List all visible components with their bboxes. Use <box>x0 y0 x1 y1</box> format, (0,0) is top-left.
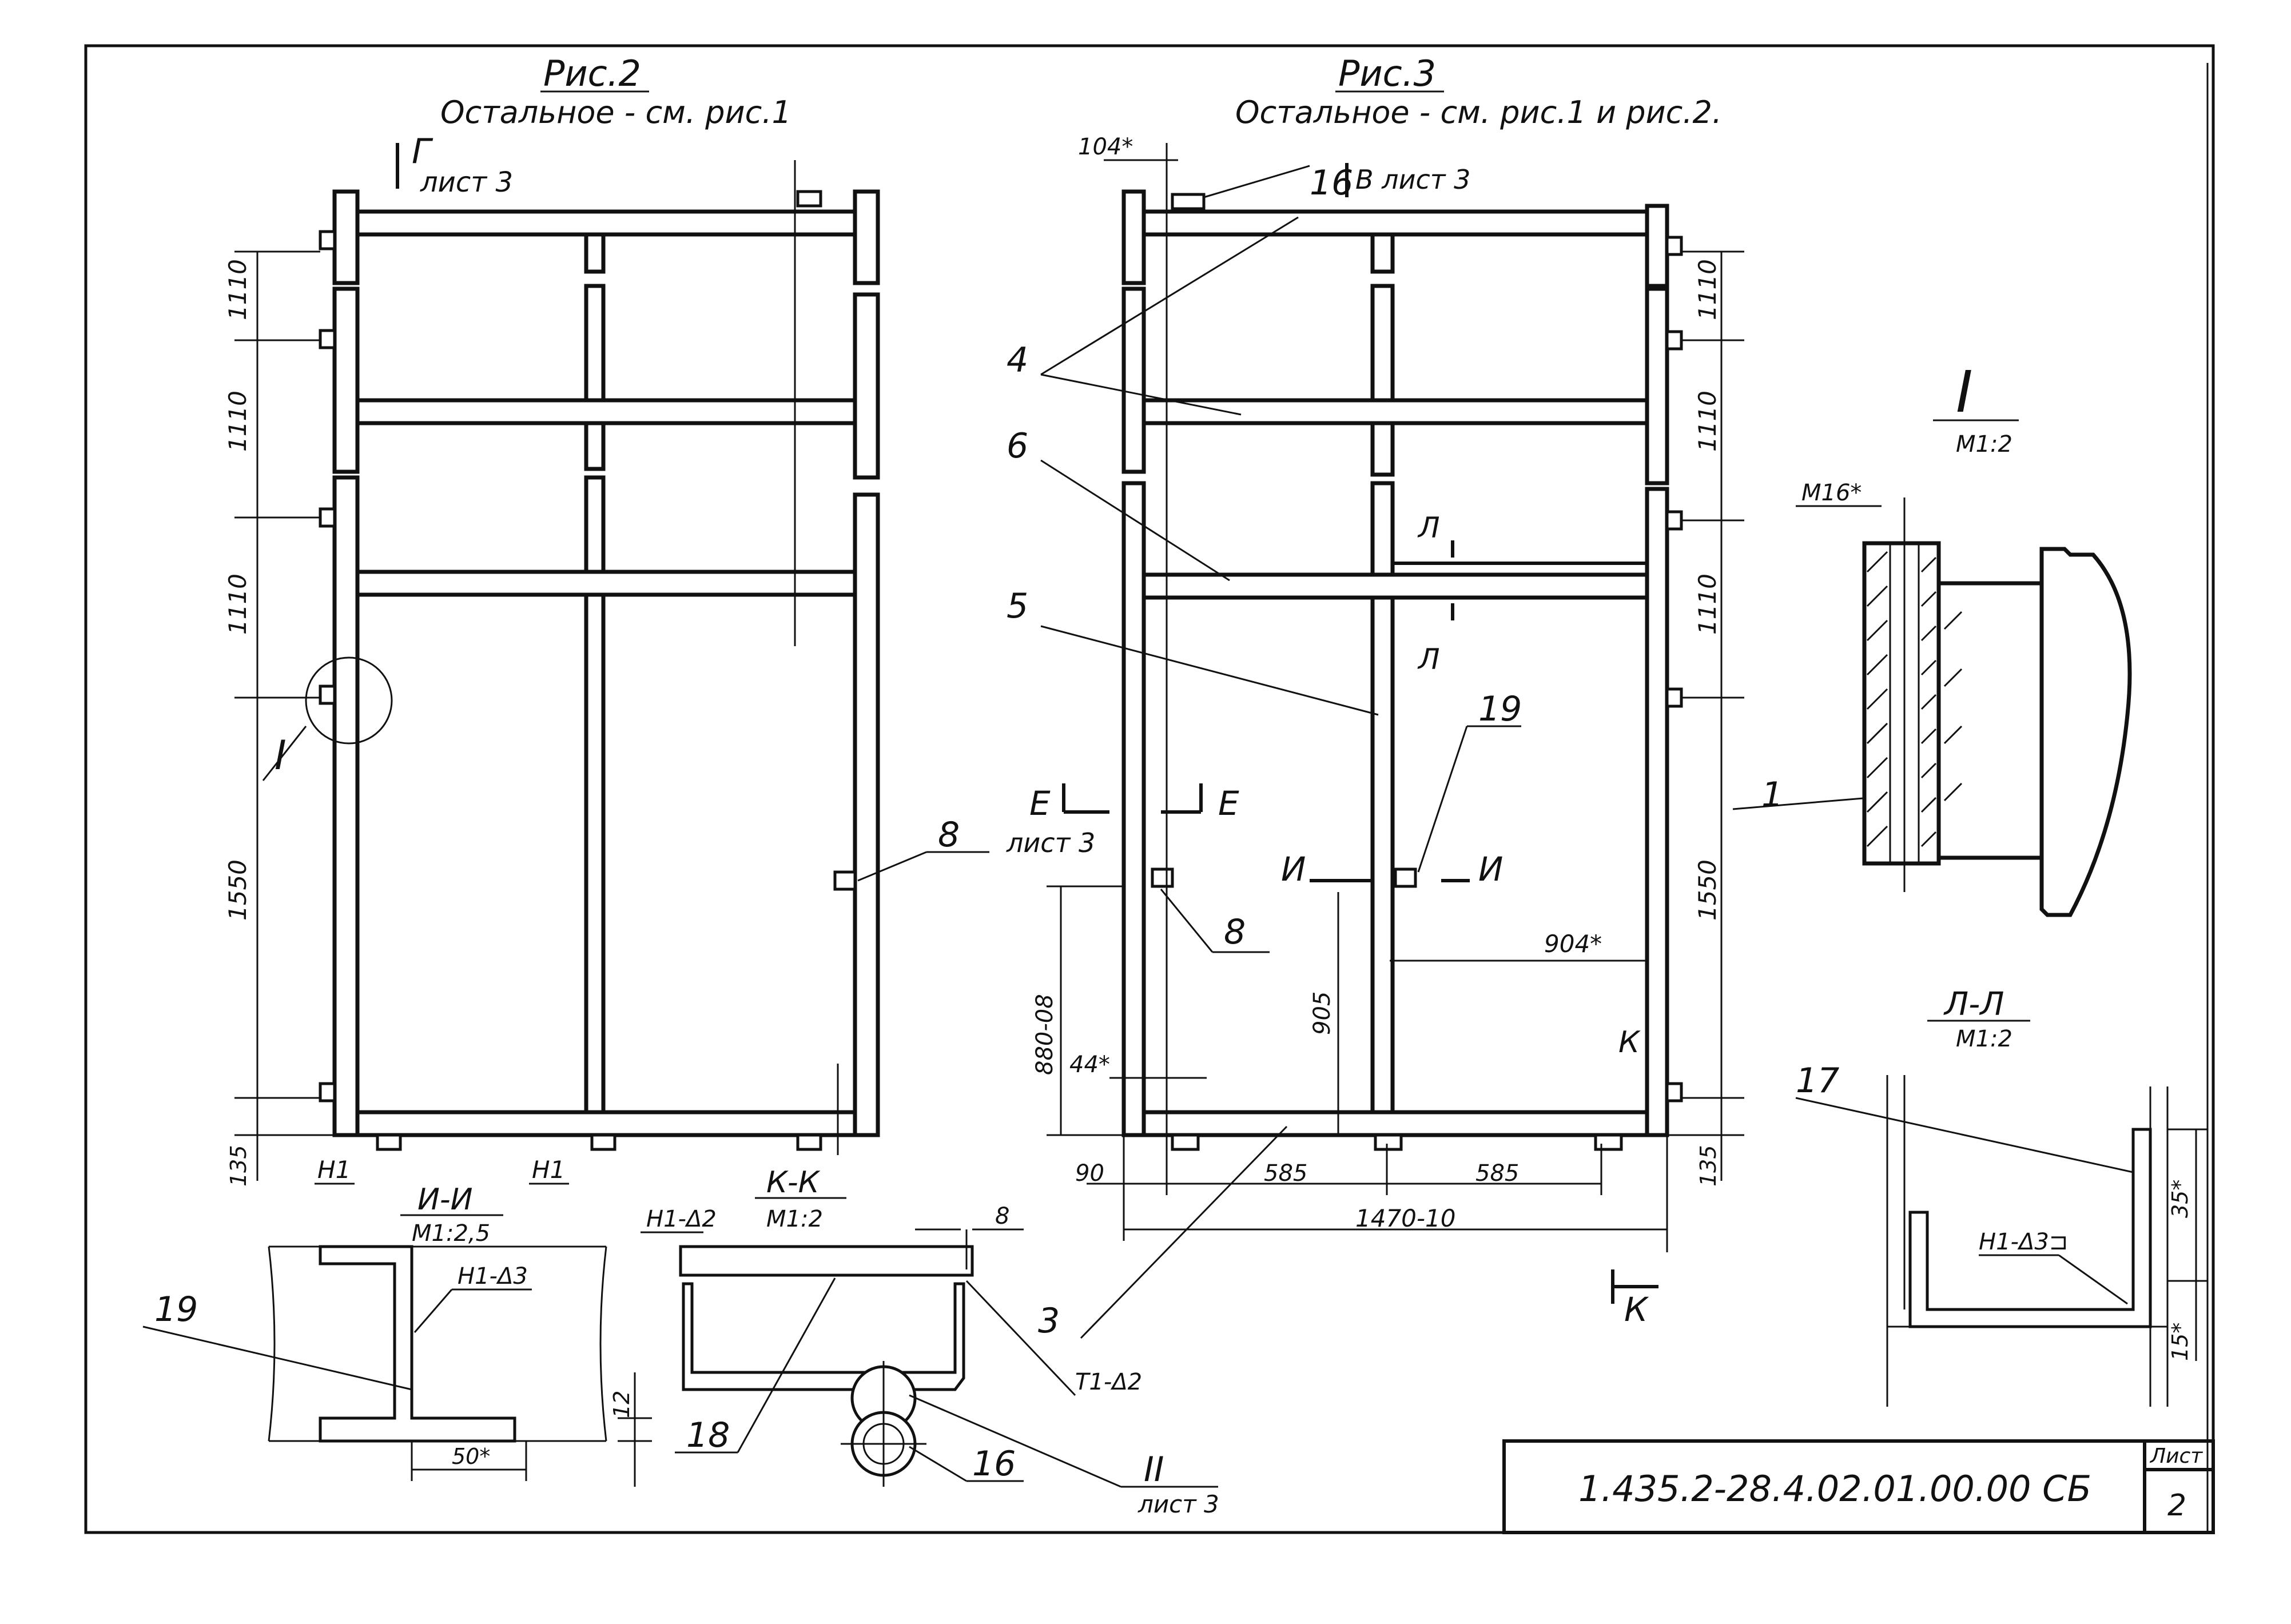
sect-LL-scale: М1:2 <box>1956 1026 2012 1052</box>
callout-18: 18 <box>686 1415 730 1455</box>
callout-8-fig3: 8 <box>1224 912 1246 952</box>
fig3-title: Рис.3 <box>1338 53 1436 94</box>
detail-I-scale: М1:2 <box>1956 431 2012 457</box>
fig3-dim-585b: 585 <box>1475 1160 1519 1187</box>
callout-1: 1 <box>1761 775 1783 815</box>
fig2-frame <box>234 160 880 1181</box>
view-e-right: Е <box>1218 784 1239 823</box>
view-v-label: В лист 3 <box>1355 164 1470 195</box>
callout-5: 5 <box>1007 586 1028 626</box>
sect-KK-dim-8: 8 <box>995 1203 1009 1229</box>
detail-I-thread: М16* <box>1801 480 1862 506</box>
detail-II-sheet: лист 3 <box>1137 1490 1219 1518</box>
fig2-note: Остальное - см. рис.1 <box>440 94 791 130</box>
sect-KK-scale: М1:2 <box>766 1206 823 1232</box>
sect-KK-drawing <box>679 1228 1024 1487</box>
view-k: К <box>1624 1290 1649 1329</box>
weld-h1d3-b: Н1-Δ3⊐ <box>1979 1229 2068 1255</box>
weld-h1d3: Н1-Δ3 <box>458 1263 528 1289</box>
sheet-number: 2 <box>2167 1488 2186 1523</box>
sect-LL-dim-35: 35* <box>2167 1180 2193 1218</box>
callout-16: 16 <box>1310 163 1353 203</box>
callout-16-section: 16 <box>972 1444 1016 1484</box>
fig2-title: Рис.2 <box>543 53 641 94</box>
fig3-dim-585a: 585 <box>1264 1160 1307 1187</box>
fig3-dim-3: 1110 <box>1693 574 1721 635</box>
callout-6: 6 <box>1007 426 1028 466</box>
sect-II-dim-12: 12 <box>609 1391 634 1418</box>
sheet-label: Лист <box>2149 1444 2203 1468</box>
fig3-frame <box>1047 143 1744 1252</box>
sect-KK-title: К-К <box>766 1165 821 1200</box>
detail-I-title: I <box>1956 359 1973 425</box>
detail-I-bolt <box>1862 497 2132 917</box>
sect-II-title: И-И <box>417 1183 473 1217</box>
sect-LL-dim-15: 15* <box>2167 1323 2193 1361</box>
callout-19: 19 <box>1478 689 1522 729</box>
callout-3: 3 <box>1038 1301 1060 1341</box>
fig3-dim-total: 1470-10 <box>1355 1204 1456 1232</box>
section-l-bottom: Л <box>1417 643 1440 676</box>
weld-h1d2: Н1-Δ2 <box>646 1206 717 1232</box>
weld-mark-2: Н1 <box>532 1156 565 1184</box>
view-e-left: Е <box>1029 784 1051 823</box>
detail-I-marker: I <box>275 732 287 779</box>
fig3-dim-880: 880-08 <box>1032 994 1058 1075</box>
fig3-dim-4: 1550 <box>1693 859 1721 921</box>
callout-4: 4 <box>1007 340 1028 380</box>
section-l-top: Л <box>1417 511 1440 544</box>
weld-t1d2: Т1-Δ2 <box>1075 1369 1142 1395</box>
section-i-left: И <box>1281 850 1306 889</box>
fig3-dim-104: 104* <box>1078 134 1133 160</box>
fig3-dim-2: 1110 <box>1693 391 1721 452</box>
sect-LL-title: Л-Л <box>1943 986 2004 1023</box>
view-g-sheet: лист 3 <box>420 166 513 198</box>
drawing-code: 1.435.2-28.4.02.01.00.00 СБ <box>1578 1468 2091 1510</box>
fig2-dim-5: 135 <box>226 1145 251 1187</box>
callout-17: 17 <box>1796 1061 1839 1101</box>
fig2-dim-4: 1550 <box>224 859 252 921</box>
fig3-dim-44: 44* <box>1069 1052 1110 1078</box>
view-e-sheet: лист 3 <box>1006 827 1095 858</box>
fig3-dim-5: 135 <box>1696 1145 1721 1187</box>
fig3-dim-904: 904* <box>1544 930 1602 958</box>
fig3-note: Остальное - см. рис.1 и рис.2. <box>1235 94 1722 130</box>
detail-II-title: II <box>1144 1450 1164 1490</box>
sect-II-drawing <box>268 1245 652 1487</box>
fig2-dim-1: 1110 <box>224 259 252 320</box>
sheet-frame <box>84 44 2215 1534</box>
fig3-dim-1: 1110 <box>1693 259 1721 320</box>
sect-II-dim-50: 50* <box>452 1444 490 1469</box>
fig3-dim-90: 90 <box>1075 1160 1104 1187</box>
view-k-top: К <box>1618 1025 1641 1060</box>
sect-II-scale: М1:2,5 <box>412 1220 490 1247</box>
section-i-right: И <box>1478 850 1503 889</box>
view-g-label: Г <box>412 132 433 172</box>
weld-mark-1: Н1 <box>317 1156 351 1184</box>
fig2-dim-2: 1110 <box>224 391 252 452</box>
callout-8-fig2: 8 <box>938 815 960 855</box>
sect-LL-drawing <box>1886 1075 2208 1407</box>
fig2-dim-3: 1110 <box>224 574 252 635</box>
callout-19-section: 19 <box>154 1289 198 1330</box>
fig3-dim-905: 905 <box>1309 992 1335 1035</box>
